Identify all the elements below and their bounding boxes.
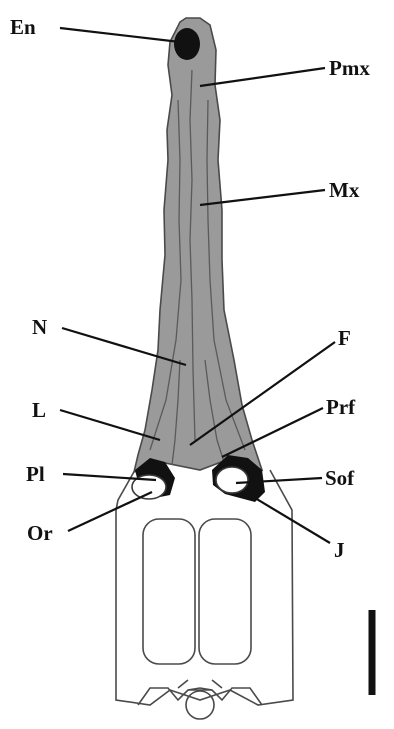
right-orbit [216,467,248,493]
label-or: Or [27,521,53,545]
label-pl: Pl [26,462,45,486]
label-sof: Sof [325,466,355,490]
label-pmx: Pmx [329,56,370,80]
left-fenestra [143,519,195,664]
label-mx: Mx [329,178,360,202]
label-en: En [10,15,36,39]
label-l: L [32,398,46,422]
label-j: J [334,538,345,562]
leader-en [60,28,180,42]
occipital-condyle [186,691,214,719]
rostrum [134,18,262,472]
label-prf: Prf [326,395,356,419]
leader-j [250,495,330,543]
leader-or [68,492,152,531]
label-n: N [32,315,47,339]
label-f: F [338,326,351,350]
right-fenestra [199,519,251,664]
external-naris [174,28,200,60]
leader-l [60,410,160,440]
leader-pmx [200,68,325,86]
